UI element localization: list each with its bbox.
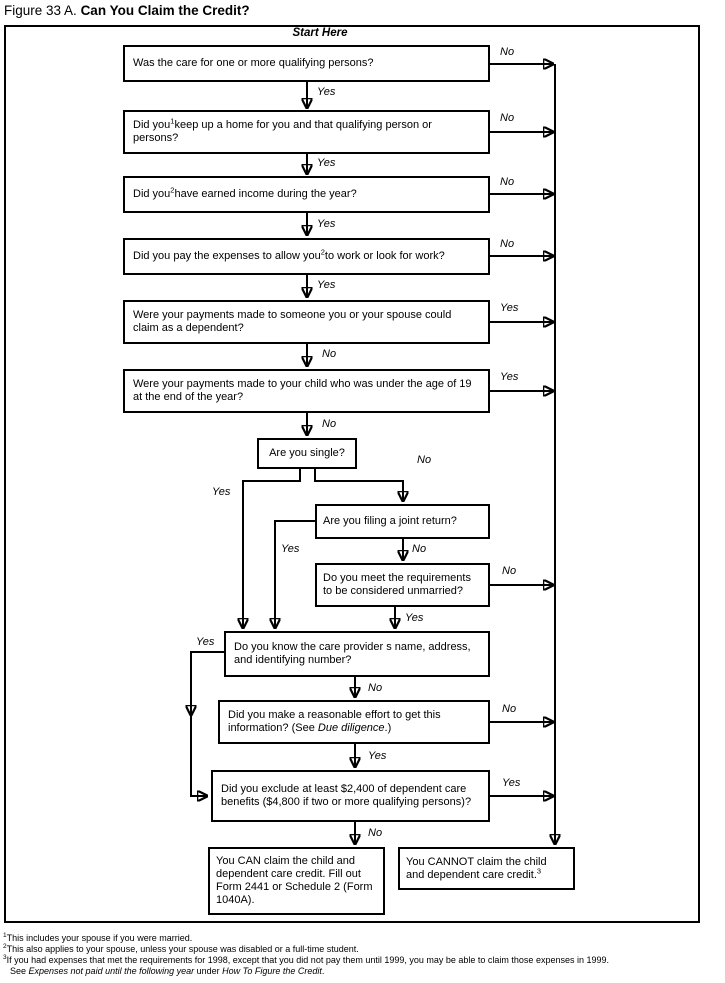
label-effort-yes: Yes — [368, 750, 387, 762]
label-home-no: No — [500, 112, 515, 124]
question-exclude-benefits: Did you exclude at least $2,400 of depen… — [211, 770, 490, 822]
question-joint-return: Are you filing a joint return? — [315, 504, 490, 539]
figure-title-prefix: Figure 33 A. — [4, 3, 77, 18]
label-care-no: No — [500, 46, 515, 58]
label-unmarried-yes: Yes — [405, 612, 424, 624]
question-reasonable-effort: Did you make a reasonable effort to get … — [218, 700, 490, 744]
label-care-yes: Yes — [317, 86, 336, 98]
label-exclude-yes: Yes — [502, 777, 521, 789]
question-child19: Were your payments made to your child wh… — [123, 369, 490, 413]
label-unmarried-no: No — [502, 565, 517, 577]
question-unmarried-text: Do you meet the requirements to be consi… — [323, 572, 471, 597]
question-single: Are you single? — [257, 438, 357, 469]
label-provider-yes: Yes — [196, 636, 215, 648]
result-cannot-claim-text: You CANNOT claim the child and dependent… — [406, 855, 547, 881]
question-income: Did you2have earned income during the ye… — [123, 176, 490, 213]
question-dependent: Were your payments made to someone you o… — [123, 300, 490, 344]
flowchart-border — [4, 25, 700, 923]
label-single-no: No — [417, 454, 432, 466]
label-single-yes: Yes — [212, 486, 231, 498]
result-cannot-claim: You CANNOT claim the child and dependent… — [398, 847, 575, 890]
figure-title: Figure 33 A. Can You Claim the Credit? — [4, 3, 250, 18]
question-care-text: Was the care for one or more qualifying … — [133, 57, 374, 69]
question-dependent-text: Were your payments made to someone you o… — [133, 309, 452, 334]
question-care: Was the care for one or more qualifying … — [123, 45, 490, 82]
label-expenses-yes: Yes — [317, 279, 336, 291]
result-can-claim-text: You CAN claim the child and dependent ca… — [216, 855, 373, 906]
question-home: Did you1keep up a home for you and that … — [123, 110, 490, 154]
label-income-no: No — [500, 176, 515, 188]
footnote-2: 2This also applies to your spouse, unles… — [3, 943, 359, 954]
label-provider-no: No — [368, 682, 383, 694]
footnotes: 1This includes your spouse if you were m… — [3, 932, 721, 977]
question-exclude-benefits-text: Did you exclude at least $2,400 of depen… — [221, 783, 472, 808]
label-income-yes: Yes — [317, 218, 336, 230]
label-expenses-no: No — [500, 238, 515, 250]
question-income-text: Did you2have earned income during the ye… — [133, 185, 357, 200]
label-effort-no: No — [502, 703, 517, 715]
figure-title-main: Can You Claim the Credit? — [80, 3, 250, 18]
footnote-3-continued: See Expenses not paid until the followin… — [10, 966, 325, 976]
start-here-label: Start Here — [292, 27, 348, 39]
question-reasonable-effort-text: Did you make a reasonable effort to get … — [228, 709, 441, 734]
label-exclude-no: No — [368, 827, 383, 839]
label-home-yes: Yes — [317, 157, 336, 169]
question-home-text: Did you1keep up a home for you and that … — [133, 116, 432, 144]
label-dependent-yes: Yes — [500, 302, 519, 314]
question-child19-text: Were your payments made to your child wh… — [133, 378, 472, 403]
label-child19-yes: Yes — [500, 371, 519, 383]
label-joint-no: No — [412, 543, 427, 555]
question-single-text: Are you single? — [269, 447, 345, 459]
footnote-1: 1This includes your spouse if you were m… — [3, 932, 193, 943]
result-can-claim: You CAN claim the child and dependent ca… — [208, 847, 385, 915]
question-provider-info: Do you know the care provider s name, ad… — [224, 631, 490, 677]
footnote-3: 3If you had expenses that met the requir… — [3, 954, 609, 965]
question-unmarried: Do you meet the requirements to be consi… — [315, 563, 490, 607]
question-joint-return-text: Are you filing a joint return? — [323, 515, 457, 527]
label-joint-yes: Yes — [281, 543, 300, 555]
label-dependent-no: No — [322, 348, 337, 360]
question-provider-info-text: Do you know the care provider s name, ad… — [234, 641, 471, 666]
label-child19-no: No — [322, 418, 337, 430]
question-expenses: Did you pay the expenses to allow you2to… — [123, 238, 490, 275]
question-expenses-text: Did you pay the expenses to allow you2to… — [133, 247, 445, 262]
